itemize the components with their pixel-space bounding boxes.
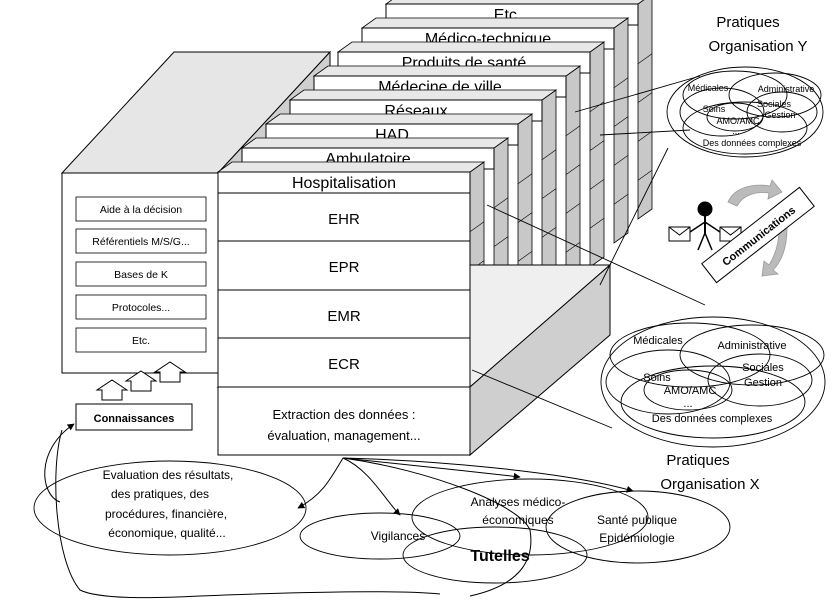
- extraction-line-2: évaluation, management...: [267, 428, 420, 443]
- sante-publique-line-1: Santé publique: [597, 513, 677, 527]
- connector-lines: [471, 75, 706, 429]
- org-y-sociales: Sociales: [757, 99, 792, 109]
- person-icon: [689, 201, 721, 251]
- org-x-ellipsis: ...: [683, 398, 692, 410]
- org-y-title-2: Organisation Y: [709, 38, 808, 55]
- analyses-line-1: Analyses médico-: [471, 495, 566, 509]
- org-y-title-1: Pratiques: [716, 14, 779, 31]
- tool-referentials: Référentiels M/S/G...: [92, 236, 189, 248]
- org-y-ellipsis: ...: [732, 126, 740, 136]
- knowledge-label: Connaissances: [94, 413, 175, 425]
- org-y-ellipses: [666, 66, 824, 158]
- org-x-gestion: Gestion: [744, 377, 782, 389]
- flow-arrows: [44, 423, 634, 599]
- org-y-complex-data: Des données complexes: [703, 138, 802, 148]
- records-block: [217, 192, 471, 388]
- evaluation-line-1: Evaluation des résultats,: [103, 468, 234, 482]
- tool-protocols: Protocoles...: [112, 302, 170, 314]
- org-y-administrative: Administrative: [758, 84, 815, 94]
- vigilances-label: Vigilances: [371, 529, 425, 543]
- record-ehr: EHR: [328, 211, 360, 228]
- org-x-medicales: Médicales: [633, 335, 683, 347]
- record-epr: EPR: [329, 259, 360, 276]
- org-x-administrative: Administrative: [717, 340, 786, 352]
- extraction-line-1: Extraction des données :: [272, 407, 415, 422]
- evaluation-line-3: procédures, financière,: [105, 507, 227, 521]
- org-x-soins: Soins: [643, 372, 671, 384]
- sante-publique-line-2: Epidémiologie: [599, 531, 675, 545]
- stack-layer-label: Hospitalisation: [292, 175, 396, 192]
- evaluation-line-2: des pratiques, des: [111, 487, 209, 501]
- tutelles-label: Tutelles: [470, 548, 529, 565]
- analyses-line-2: économiques: [482, 513, 553, 527]
- tool-etc: Etc.: [132, 335, 150, 347]
- record-ecr: ECR: [328, 356, 360, 373]
- org-x-complex-data: Des données complexes: [652, 413, 773, 425]
- record-emr: EMR: [327, 308, 361, 325]
- evaluation-line-4: économique, qualité...: [108, 526, 225, 540]
- org-x-amo-amc: AMO/AMC: [664, 385, 717, 397]
- org-x-sociales: Sociales: [742, 362, 784, 374]
- knowledge-tools: Aide à la décision Référentiels M/S/G...…: [75, 196, 207, 353]
- org-x-title-2: Organisation X: [660, 476, 759, 493]
- org-y-soins: Soins: [703, 104, 726, 114]
- tool-knowledge-bases: Bases de K: [114, 269, 168, 281]
- knowledge-box: [75, 403, 193, 431]
- org-y-amo-amc: AMO/AMC: [716, 116, 760, 126]
- org-y-medicales: Médicales: [688, 83, 729, 93]
- org-x-ellipses: [600, 316, 826, 448]
- org-y-gestion: Gestion: [764, 110, 795, 120]
- org-x-title-1: Pratiques: [666, 452, 729, 469]
- cycle-arrows-icon: [727, 179, 788, 277]
- tool-decision-support: Aide à la décision: [100, 204, 182, 216]
- up-arrows-icon: [95, 361, 187, 401]
- outcome-ellipses: [33, 460, 731, 584]
- communications-banner: Communications: [701, 186, 815, 284]
